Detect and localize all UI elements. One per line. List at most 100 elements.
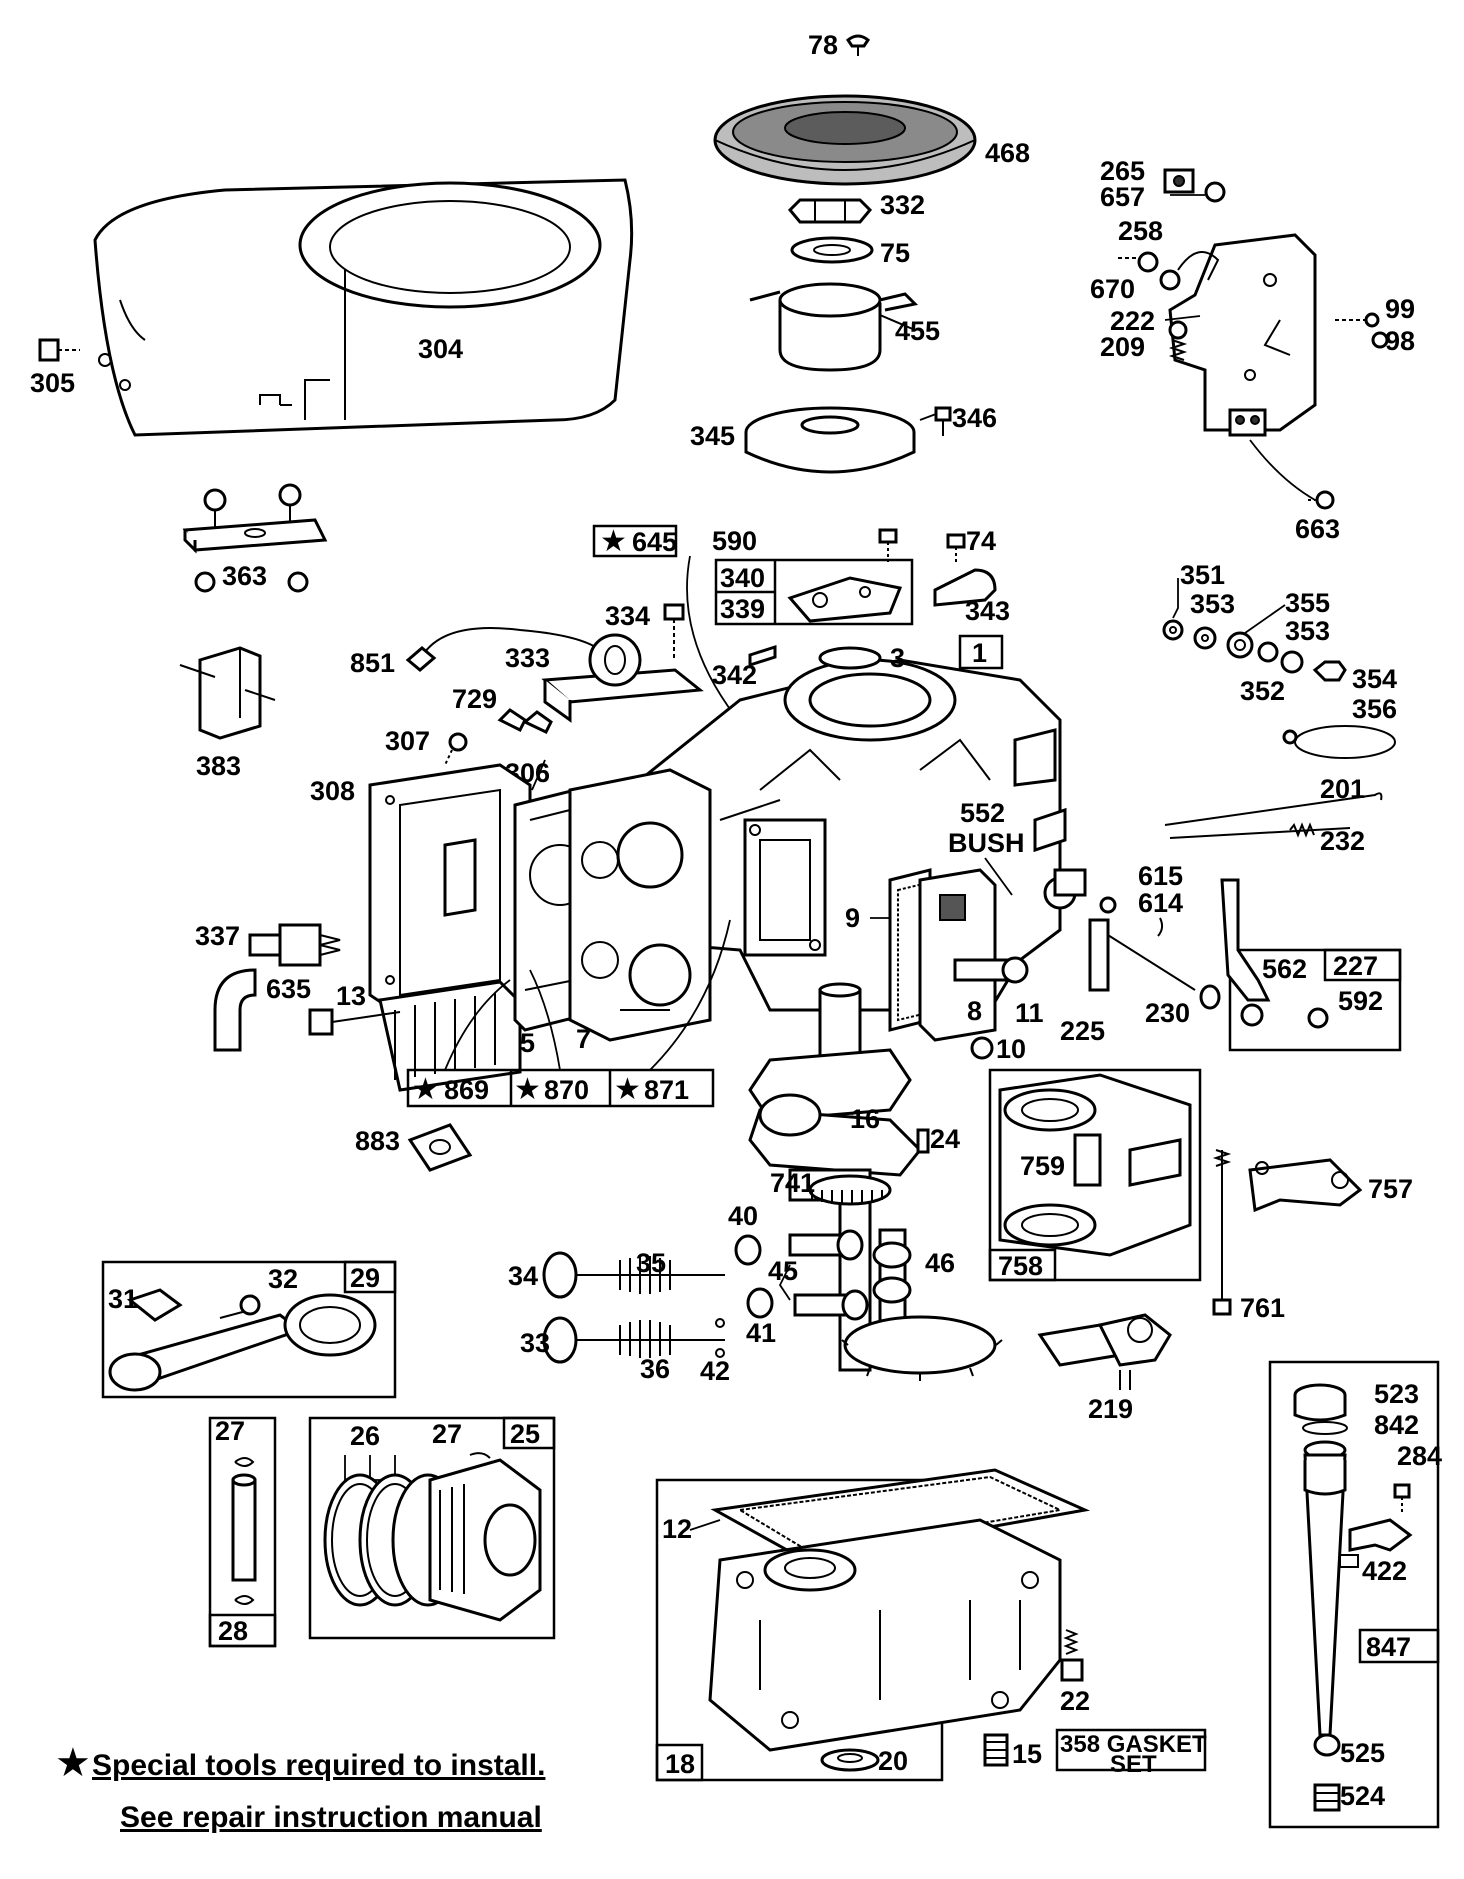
label-307: 307 <box>385 726 430 756</box>
spring-356 <box>1282 725 1396 759</box>
label-883: 883 <box>355 1126 400 1156</box>
spring-232 <box>1169 822 1351 839</box>
exhaust-valve-33 <box>542 1316 725 1364</box>
label-358-set: SET <box>1110 1751 1157 1778</box>
cylinder-head-casting <box>568 768 712 1042</box>
star-645: ★ <box>600 525 627 558</box>
label-209: 209 <box>1100 332 1145 362</box>
label-41: 41 <box>746 1318 776 1348</box>
label-758: 758 <box>998 1251 1043 1281</box>
label-851: 851 <box>350 648 395 678</box>
pin-342 <box>748 644 777 668</box>
label-20: 20 <box>878 1746 908 1776</box>
label-614: 614 <box>1138 888 1183 918</box>
label-36: 36 <box>640 1354 670 1384</box>
nut-354 <box>1312 660 1347 682</box>
piston <box>428 1452 542 1622</box>
bolt-761 <box>1212 1149 1232 1316</box>
label-1: 1 <box>972 638 987 668</box>
label-592: 592 <box>1338 986 1383 1016</box>
label-663: 663 <box>1295 514 1340 544</box>
label-232: 232 <box>1320 826 1365 856</box>
label-99: 99 <box>1385 294 1415 324</box>
connecting-rod <box>108 1288 377 1392</box>
label-227: 227 <box>1333 951 1378 981</box>
box-25 <box>308 1416 556 1640</box>
washer-230 <box>1199 984 1221 1010</box>
box-227 <box>1228 948 1402 1052</box>
label-26: 26 <box>350 1421 380 1451</box>
label-761: 761 <box>1240 1293 1285 1323</box>
label-356: 356 <box>1352 694 1397 724</box>
blower-housing-304 <box>93 178 634 437</box>
label-340: 340 <box>720 563 765 593</box>
label-10: 10 <box>996 1034 1026 1064</box>
box-758 <box>988 1068 1202 1282</box>
label-590: 590 <box>712 526 757 556</box>
footnote-line-1: Special tools required to install. <box>92 1749 545 1782</box>
box-645 <box>592 524 678 558</box>
label-12: 12 <box>662 1514 692 1544</box>
label-523: 523 <box>1374 1379 1419 1409</box>
gasket-12 <box>710 1468 1091 1562</box>
screw-346 <box>919 406 952 436</box>
label-308: 308 <box>310 776 355 806</box>
label-333: 333 <box>505 643 550 673</box>
breather-8 <box>918 868 1029 1042</box>
retainer-40 <box>734 1234 762 1266</box>
label-35: 35 <box>636 1248 666 1278</box>
screw-334 <box>663 603 685 660</box>
governor-lever-227 <box>1220 878 1329 1029</box>
label-9: 9 <box>845 903 860 933</box>
gear-741 <box>808 1174 892 1206</box>
label-33: 33 <box>520 1328 550 1358</box>
label-345: 345 <box>690 421 735 451</box>
label-7: 7 <box>576 1024 591 1054</box>
bracket-219 <box>1037 1313 1172 1390</box>
label-45: 45 <box>768 1256 798 1286</box>
label-27b: 27 <box>432 1419 462 1449</box>
label-98: 98 <box>1385 326 1415 356</box>
label-352: 352 <box>1240 676 1285 706</box>
label-562: 562 <box>1262 954 1307 984</box>
socket-383 <box>179 646 276 740</box>
label-635: 635 <box>266 974 311 1004</box>
bracket-422 <box>1339 1483 1413 1568</box>
key-24 <box>916 1128 930 1154</box>
cylinder-head-5 <box>378 980 522 1092</box>
footnote-line-2: See repair instruction manual <box>120 1801 542 1834</box>
label-670: 670 <box>1090 274 1135 304</box>
screw-74 <box>946 533 966 565</box>
camshaft-46 <box>841 1228 1003 1381</box>
spark-plug-wire-851 <box>405 627 601 672</box>
label-74: 74 <box>966 526 996 556</box>
label-332: 332 <box>880 190 925 220</box>
link-757 <box>1248 1158 1363 1213</box>
label-78: 78 <box>808 30 838 60</box>
bracket-363 <box>182 483 328 593</box>
label-358: 358 GASKET <box>1060 1731 1207 1758</box>
washer-75 <box>790 236 874 264</box>
air-cleaner-cover-468 <box>713 94 977 186</box>
box-358 <box>1055 1728 1207 1772</box>
box-847 <box>1268 1360 1440 1829</box>
retainer-41 <box>715 1287 774 1358</box>
spring-209 <box>1168 320 1188 361</box>
star-870: ★ <box>514 1073 541 1106</box>
label-13: 13 <box>336 981 366 1011</box>
label-842: 842 <box>1374 1410 1419 1440</box>
elbow-635 <box>213 968 257 1052</box>
screw-10 <box>970 1036 994 1060</box>
label-28: 28 <box>218 1616 248 1646</box>
label-258: 258 <box>1118 216 1163 246</box>
box-special-tools <box>406 1068 715 1108</box>
filter-element-455 <box>749 282 919 372</box>
link-201 <box>1164 792 1383 826</box>
label-46: 46 <box>925 1248 955 1278</box>
intake-valve-34 <box>542 1251 725 1299</box>
control-bracket-222 <box>1168 233 1317 437</box>
label-455: 455 <box>895 316 940 346</box>
label-225: 225 <box>1060 1016 1105 1046</box>
label-222: 222 <box>1110 306 1155 336</box>
